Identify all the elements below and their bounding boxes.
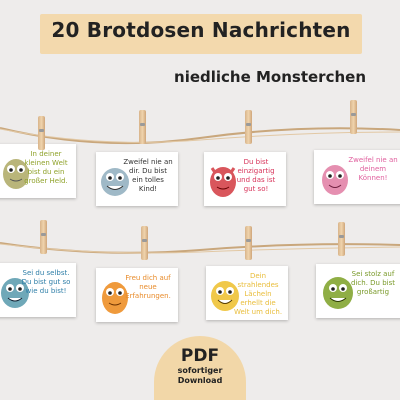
orange-monster-icon xyxy=(102,282,128,314)
clothespin xyxy=(245,110,252,144)
green-monster-icon xyxy=(323,277,353,309)
message-card: Sei stolz auf dich. Du bist großartig xyxy=(316,264,400,318)
clothespin xyxy=(139,110,146,144)
badge-line-1: sofortiger xyxy=(177,366,223,375)
yellow-monster-icon xyxy=(211,281,239,311)
badge-pdf-label: PDF xyxy=(180,346,220,366)
clothespin xyxy=(245,226,252,260)
card-message: Freu dich auf neue Erfahrungen. xyxy=(125,274,171,300)
olive-monster-icon xyxy=(3,159,29,189)
clothespin xyxy=(40,220,47,254)
pdf-download-badge: PDF sofortiger Download xyxy=(154,336,246,400)
message-card: Zweifel nie an dir. Du bist ein tolles K… xyxy=(96,152,178,206)
card-message: Sei du selbst. Du bist gut so wie du bis… xyxy=(21,269,71,295)
page-title: 20 Brotdosen Nachrichten xyxy=(51,18,351,42)
message-card: Dein strahlendes Lächeln erhellt die Wel… xyxy=(206,266,288,320)
clothespin xyxy=(141,226,148,260)
blue-monster-icon xyxy=(101,168,129,196)
message-card: Zweifel nie an deinem Können! xyxy=(314,150,400,204)
card-message: Zweifel nie an dir. Du bist ein tolles K… xyxy=(123,158,173,193)
card-message: Zweifel nie an deinem Können! xyxy=(348,156,398,182)
message-card: Freu dich auf neue Erfahrungen. xyxy=(96,268,178,322)
teal-monster-icon xyxy=(1,278,29,308)
clothespin xyxy=(38,116,45,150)
card-message: In deiner kleinen Welt bist du ein große… xyxy=(24,150,68,185)
card-message: Du bist einzigartig und das ist gut so! xyxy=(236,158,276,193)
message-card: Du bist einzigartig und das ist gut so! xyxy=(204,152,286,206)
badge-line-2: Download xyxy=(177,376,223,385)
red-monster-icon xyxy=(210,167,236,197)
card-message: Sei stolz auf dich. Du bist großartig xyxy=(351,270,395,296)
message-card: In deiner kleinen Welt bist du ein große… xyxy=(0,144,76,198)
page-subtitle: niedliche Monsterchen xyxy=(174,68,366,86)
clothespin xyxy=(338,222,345,256)
message-card: Sei du selbst. Du bist gut so wie du bis… xyxy=(0,263,76,317)
clothespin xyxy=(350,100,357,134)
title-banner xyxy=(40,14,362,54)
card-message: Dein strahlendes Lächeln erhellt die Wel… xyxy=(233,272,283,316)
pink-monster-icon xyxy=(322,165,348,195)
